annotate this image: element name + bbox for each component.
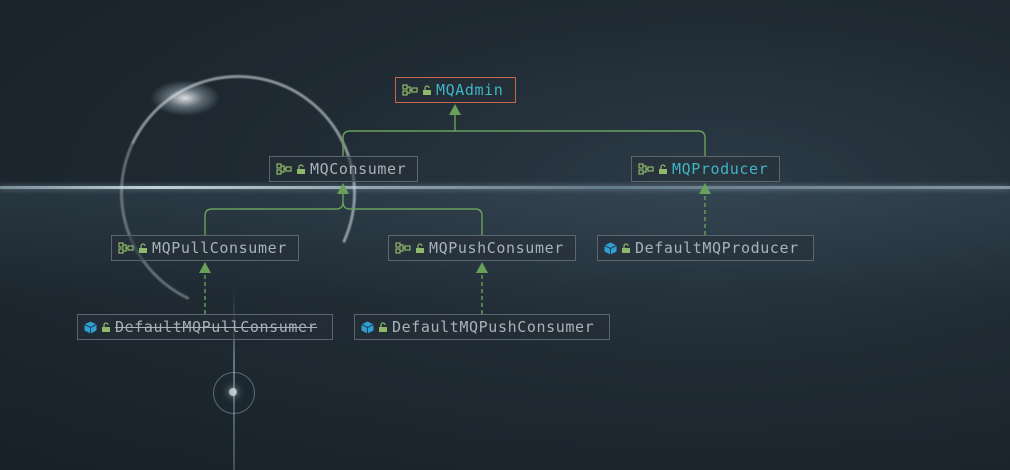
arrowhead-mqconsumer (337, 183, 349, 194)
lock-icon (101, 321, 111, 333)
node-defaultmqproducer[interactable]: DefaultMQProducer (597, 235, 814, 261)
arrowhead-mqadmin (449, 104, 461, 115)
node-label: DefaultMQProducer (635, 239, 799, 257)
lock-icon (658, 163, 668, 175)
arrowhead-mqproducer (699, 183, 711, 194)
lock-icon (296, 163, 306, 175)
node-label: MQProducer (672, 160, 769, 178)
edge-mqproducer-to-mqadmin (455, 130, 706, 156)
interface-icon (402, 84, 418, 96)
class-icon (361, 321, 374, 334)
lock-icon (378, 321, 388, 333)
node-mqpushconsumer[interactable]: MQPushConsumer (388, 235, 576, 261)
lock-icon (621, 242, 631, 254)
background-ring (213, 372, 255, 414)
node-mqadmin[interactable]: MQAdmin (395, 77, 516, 103)
lock-icon (138, 242, 148, 254)
node-defaultmqpushconsumer[interactable]: DefaultMQPushConsumer (354, 314, 610, 340)
class-icon (604, 242, 617, 255)
arrowhead-mqpushconsumer (476, 262, 488, 273)
lock-icon (422, 84, 432, 96)
arrowhead-mqpullconsumer (199, 262, 211, 273)
node-mqpullconsumer[interactable]: MQPullConsumer (111, 235, 299, 261)
edge-mqpushconsumer-to-mqconsumer (342, 201, 483, 235)
node-label: DefaultMQPushConsumer (392, 318, 595, 336)
background-horizon-line (0, 186, 1010, 189)
node-mqconsumer[interactable]: MQConsumer (269, 156, 418, 182)
class-icon (84, 321, 97, 334)
interface-icon (118, 242, 134, 254)
interface-icon (395, 242, 411, 254)
interface-icon (638, 163, 654, 175)
node-label: DefaultMQPullConsumer (115, 318, 318, 336)
node-label: MQAdmin (436, 81, 504, 99)
node-defaultmqpullconsumer[interactable]: DefaultMQPullConsumer (77, 314, 333, 340)
interface-icon (276, 163, 292, 175)
node-label: MQPullConsumer (152, 239, 287, 257)
node-label: MQPushConsumer (429, 239, 564, 257)
edge-mqconsumer-to-mqadmin (342, 113, 456, 156)
edge-mqpullconsumer-to-mqconsumer (204, 192, 344, 235)
background-flare (150, 80, 220, 116)
background-ring-dot (229, 388, 237, 396)
node-mqproducer[interactable]: MQProducer (631, 156, 780, 182)
lock-icon (415, 242, 425, 254)
node-label: MQConsumer (310, 160, 407, 178)
